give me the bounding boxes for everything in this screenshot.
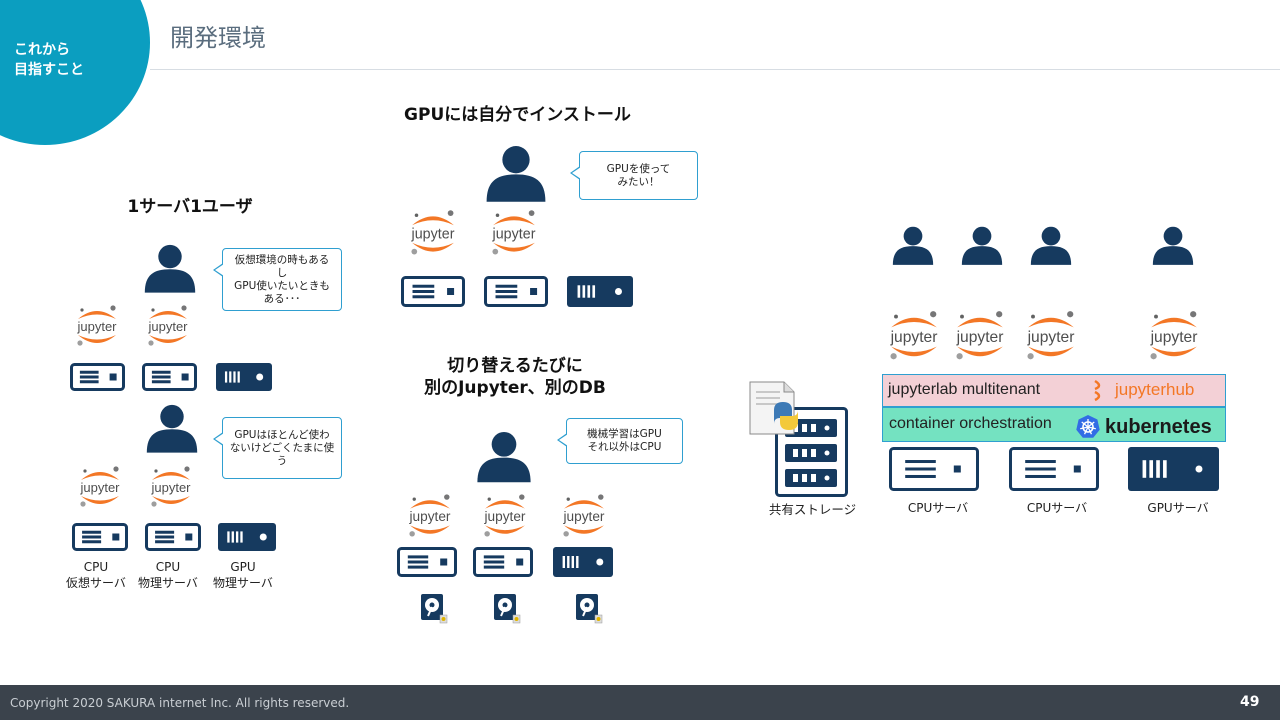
cpu-server-label-1: CPUサーバ	[907, 501, 969, 515]
cpu-server-icon	[142, 363, 197, 391]
gpu-server-icon	[567, 276, 633, 307]
cpu-server-icon	[484, 276, 548, 307]
cpu-server-icon	[145, 523, 201, 551]
diagram-icons: jupyter jupyter jupyter jupyter jupyter jupyt…	[70, 146, 1219, 624]
jupyter-icon: jupyter	[484, 494, 526, 537]
footer-bar	[0, 685, 1280, 720]
gpu-server-icon	[553, 547, 613, 577]
hard-disk-icon	[494, 594, 521, 624]
gpu-server-icon	[218, 523, 276, 551]
jupyter-icon: jupyter	[956, 311, 1004, 360]
jupyter-icon: jupyter	[563, 494, 605, 537]
server-label-cpu-physical: CPU 物理サーバ	[138, 560, 198, 590]
cpu-server-label-2: CPUサーバ	[1026, 501, 1088, 515]
page-number: 49	[1240, 694, 1260, 710]
section3-title: 切り替えるたびに 別のJupyter、別のDB	[424, 356, 606, 398]
svg-text:jupyter: jupyter	[890, 329, 938, 346]
jupyter-icon: jupyter	[492, 210, 536, 255]
jupyter-icon: jupyter	[890, 311, 938, 360]
server-label-gpu-physical: GPU 物理サーバ	[213, 560, 273, 590]
page-title: 開発環境	[170, 24, 266, 52]
speech-bubble-s1-bottom: GPUはほとんど使わ ないけどごくたまに使う	[213, 417, 342, 479]
gpu-server-label: GPUサーバ	[1147, 501, 1209, 515]
cpu-server-icon	[72, 523, 128, 551]
user-icon	[146, 404, 198, 453]
gpu-server-icon	[1128, 447, 1219, 491]
hard-disk-icon	[576, 594, 603, 624]
copyright-text: Copyright 2020 SAKURA internet Inc. All …	[10, 696, 350, 710]
cpu-server-icon	[70, 363, 125, 391]
jupyterlab-multitenant-bar	[882, 374, 1226, 407]
title-divider	[150, 69, 1280, 70]
container-orchestration-bar	[882, 407, 1226, 442]
jupyter-icon: jupyter	[1150, 311, 1198, 360]
jupyter-icon: jupyter	[150, 466, 191, 507]
cpu-server-icon	[397, 547, 457, 577]
section2-title: GPUには自分でインストール	[404, 105, 631, 125]
jupyter-icon: jupyter	[411, 210, 455, 255]
svg-text:jupyter: jupyter	[76, 319, 117, 334]
python-file-icon	[749, 381, 798, 435]
cpu-server-icon	[401, 276, 465, 307]
svg-text:jupyter: jupyter	[956, 329, 1004, 346]
user-icon	[892, 226, 934, 265]
gpu-server-icon	[216, 363, 272, 391]
speech-bubble-s2: GPUを使って みたい！	[570, 151, 698, 200]
cpu-server-icon	[889, 447, 979, 491]
svg-text:jupyter: jupyter	[150, 480, 191, 495]
hard-disk-icon	[421, 594, 448, 624]
jupyter-icon: jupyter	[79, 466, 120, 507]
user-icon	[144, 244, 196, 293]
svg-text:jupyter: jupyter	[492, 226, 536, 242]
cpu-server-icon	[1009, 447, 1099, 491]
section1-title: 1サーバ1ユーザ	[127, 197, 253, 217]
svg-text:jupyter: jupyter	[1150, 329, 1198, 346]
svg-text:jupyter: jupyter	[79, 480, 120, 495]
jupyter-icon: jupyter	[409, 494, 451, 537]
jupyterlab-multitenant-text: jupyterlab multitenant	[888, 381, 1041, 398]
svg-text:jupyter: jupyter	[411, 226, 455, 242]
user-icon	[477, 431, 531, 483]
container-orchestration-text: container orchestration	[889, 415, 1052, 432]
svg-text:jupyter: jupyter	[409, 509, 451, 524]
svg-text:jupyter: jupyter	[147, 319, 188, 334]
jupyterhub-wordmark: jupyterhub	[1115, 380, 1195, 399]
section-badge-text: これから 目指すこと	[14, 42, 84, 78]
user-icon	[1030, 226, 1072, 265]
server-label-cpu-virtual: CPU 仮想サーバ	[66, 560, 126, 590]
svg-text:jupyter: jupyter	[563, 509, 605, 524]
user-icon	[1152, 226, 1194, 265]
kubernetes-icon	[1076, 415, 1100, 438]
user-icon	[486, 146, 546, 202]
user-icon	[961, 226, 1003, 265]
svg-text:jupyter: jupyter	[1027, 329, 1075, 346]
jupyter-icon: jupyter	[147, 305, 188, 346]
cpu-server-icon	[473, 547, 533, 577]
jupyter-icon: jupyter	[76, 305, 117, 346]
svg-text:jupyter: jupyter	[484, 509, 526, 524]
speech-bubble-s1-top: 仮想環境の時もある し GPU使いたいときも ある･･･	[213, 248, 342, 311]
speech-bubble-s3: 機械学習はGPU それ以外はCPU	[557, 418, 683, 464]
kubernetes-wordmark: kubernetes	[1105, 416, 1212, 438]
shared-storage-label: 共有ストレージ	[768, 502, 857, 517]
jupyterhub-icon	[1094, 379, 1101, 402]
jupyter-icon: jupyter	[1027, 311, 1075, 360]
